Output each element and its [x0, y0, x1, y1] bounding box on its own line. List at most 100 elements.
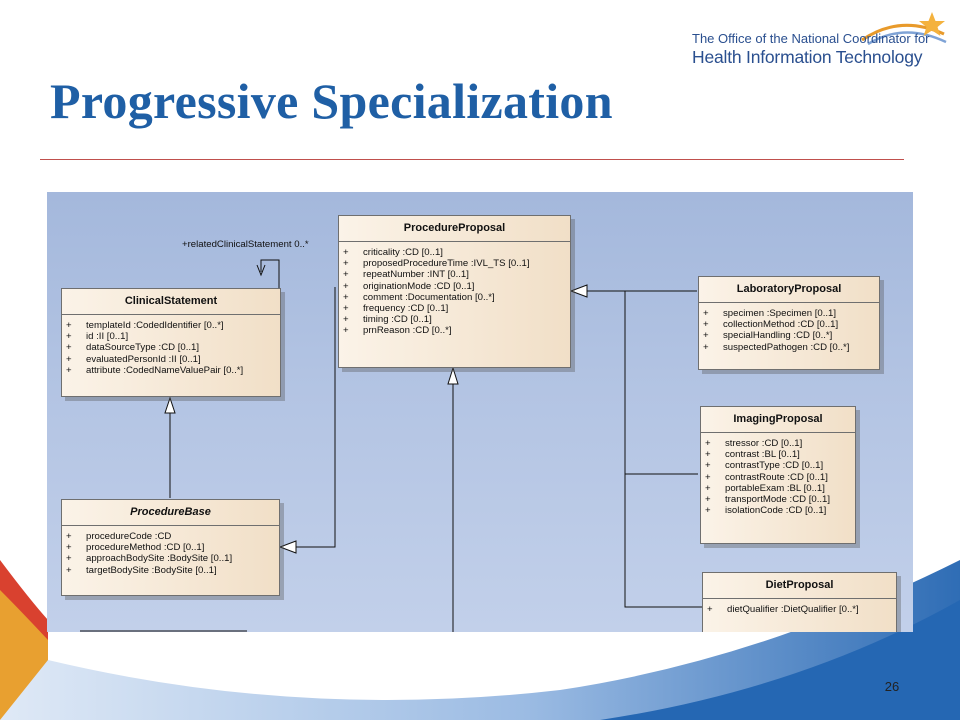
- attribute-row: +suspectedPathogen :CD [0..*]: [699, 342, 879, 353]
- attribute-text: repeatNumber :INT [0..1]: [363, 269, 469, 281]
- attribute-row: + contrastRoute :CD [0..1]: [701, 472, 855, 483]
- attribute-row: + targetBodySite :BodySite [0..1]: [62, 565, 279, 576]
- visibility-marker: +: [705, 449, 711, 461]
- logo-line-2: Health Information Technology: [692, 47, 923, 67]
- attribute-row: + specialHandling :CD [0..*]: [699, 330, 879, 341]
- title-divider: [40, 159, 904, 160]
- visibility-marker: +: [343, 247, 349, 258]
- class-name: ImagingProposal: [701, 407, 855, 433]
- attribute-text: portableExam :BL [0..1]: [725, 482, 825, 494]
- visibility-marker: +: [705, 471, 711, 483]
- attribute-text: originationMode :CD [0..1]: [363, 280, 475, 292]
- attribute-text: specimen :Specimen [0..1]: [723, 308, 837, 319]
- attribute-text: dataSourceType :CD [0..1]: [86, 342, 200, 354]
- attribute-text: criticality :CD [0..1]: [363, 247, 443, 258]
- visibility-marker: +: [705, 505, 711, 517]
- visibility-marker: +: [66, 331, 72, 343]
- attribute-row: + prnReason :CD [0..*]: [339, 325, 570, 336]
- visibility-marker: +: [703, 330, 709, 342]
- visibility-marker: +: [66, 364, 72, 376]
- visibility-marker: +: [705, 438, 711, 449]
- class-diet-proposal: DietProposal + dietQualifier :DietQualifi…: [702, 572, 897, 632]
- attribute-row: + dataSourceType :CD [0..1]: [62, 342, 280, 353]
- slide-title: Progressive Specialization: [50, 73, 613, 129]
- attribute-row: +collectionMethod :CD [0..1]: [699, 319, 879, 330]
- attribute-row: + stressor :CD [0..1]: [701, 438, 855, 449]
- association-label: +relatedClinicalStatement 0..*: [182, 239, 309, 250]
- self-association-line: [260, 259, 280, 298]
- visibility-marker: +: [703, 308, 709, 319]
- diagram-connectors: [80, 259, 702, 632]
- visibility-marker: +: [66, 564, 72, 576]
- attribute-row: + contrastType :CD [0..1]: [701, 460, 855, 471]
- attribute-text: stressor :CD [0..1]: [725, 438, 803, 449]
- attribute-row: +approachBodySite :BodySite [0..1]: [62, 553, 279, 564]
- attribute-text: attribute :CodedNameValuePair [0..*]: [86, 364, 244, 376]
- visibility-marker: +: [343, 303, 349, 315]
- logo-line-1: The Office of the National Coordinator f…: [692, 31, 930, 46]
- visibility-marker: +: [707, 604, 713, 615]
- visibility-marker: +: [66, 342, 72, 354]
- attribute-row: + portableExam :BL [0..1]: [701, 483, 855, 494]
- attribute-list: + templateId :CodedIdentifier [0..*] +id …: [62, 315, 280, 380]
- attribute-row: + isolationCode :CD [0..1]: [701, 505, 855, 516]
- attribute-text: frequency :CD [0..1]: [363, 303, 449, 315]
- attribute-row: + comment :Documentation [0..*]: [339, 292, 570, 303]
- visibility-marker: +: [705, 494, 711, 506]
- uml-diagram: +relatedClinicalStatement 0..* Procedure…: [47, 192, 913, 632]
- visibility-marker: +: [343, 291, 349, 303]
- attribute-text: isolationCode :CD [0..1]: [725, 505, 827, 517]
- attribute-list: + dietQualifier :DietQualifier [0..*]: [703, 599, 896, 619]
- visibility-marker: +: [66, 542, 72, 554]
- attribute-row: + specimen :Specimen [0..1]: [699, 308, 879, 319]
- attribute-text: contrast :BL [0..1]: [725, 449, 800, 461]
- attribute-row: +id :II [0..1]: [62, 331, 280, 342]
- page-number: 26: [884, 679, 900, 694]
- attribute-text: contrastRoute :CD [0..1]: [725, 471, 828, 483]
- attribute-row: + frequency :CD [0..1]: [339, 303, 570, 314]
- specialization-trunk-arrowhead: [447, 366, 459, 385]
- attribute-text: templateId :CodedIdentifier [0..*]: [86, 320, 224, 331]
- attribute-text: targetBodySite :BodySite [0..1]: [86, 564, 217, 576]
- onc-logo: The Office of the National Coordinator f…: [690, 10, 952, 72]
- specialization-bus-line: [624, 291, 702, 608]
- class-procedure-base: ProcedureBase +procedureCode :CD +proced…: [61, 499, 280, 596]
- attribute-text: comment :Documentation [0..*]: [363, 291, 495, 303]
- attribute-row: +timing :CD [0..1]: [339, 314, 570, 325]
- class-procedure-proposal: ProcedureProposal + criticality :CD [0..1…: [338, 215, 571, 368]
- visibility-marker: +: [66, 531, 72, 542]
- visibility-marker: +: [705, 460, 711, 472]
- laboratoryproposal-inheritance-arrowhead: [569, 284, 588, 298]
- attribute-row: +repeatNumber :INT [0..1]: [339, 269, 570, 280]
- attribute-row: + procedureMethod :CD [0..1]: [62, 542, 279, 553]
- attribute-text: procedureMethod :CD [0..1]: [86, 542, 205, 554]
- class-name: ProcedureProposal: [339, 216, 570, 242]
- attribute-text: prnReason :CD [0..*]: [363, 325, 452, 337]
- attribute-row: +procedureCode :CD: [62, 531, 279, 542]
- attribute-text: transportMode :CD [0..1]: [725, 494, 831, 506]
- visibility-marker: +: [343, 280, 349, 292]
- class-imaging-proposal: ImagingProposal + stressor :CD [0..1] + co…: [700, 406, 856, 544]
- attribute-text: specialHandling :CD [0..*]: [723, 330, 833, 342]
- class-name: LaboratoryProposal: [699, 277, 879, 303]
- visibility-marker: +: [705, 482, 711, 494]
- attribute-list: +procedureCode :CD + procedureMethod :CD …: [62, 526, 279, 580]
- attribute-row: +evaluatedPersonId :II [0..1]: [62, 354, 280, 365]
- attribute-row: + criticality :CD [0..1]: [339, 247, 570, 258]
- procedureproposal-inheritance-arrowhead: [278, 540, 297, 554]
- class-name: DietProposal: [703, 573, 896, 599]
- visibility-marker: +: [343, 258, 349, 270]
- attribute-text: contrastType :CD [0..1]: [725, 460, 824, 472]
- attribute-text: approachBodySite :BodySite [0..1]: [86, 553, 233, 565]
- class-name: ProcedureBase: [62, 500, 279, 526]
- attribute-text: proposedProcedureTime :IVL_TS [0..1]: [363, 258, 530, 270]
- class-clinical-statement: ClinicalStatement +templateId :CodedIden…: [61, 288, 281, 397]
- visibility-marker: +: [703, 341, 709, 353]
- attribute-row: + originationMode :CD [0..1]: [339, 281, 570, 292]
- procedurebase-inheritance-arrowhead: [164, 396, 176, 414]
- procedureproposal-generalization-line: [296, 287, 336, 548]
- attribute-row: + attribute :CodedNameValuePair [0..*]: [62, 365, 280, 376]
- attribute-text: dietQualifier :DietQualifier [0..*]: [727, 604, 859, 615]
- visibility-marker: +: [343, 325, 349, 337]
- attribute-list: + criticality :CD [0..1] + proposedProcedu…: [339, 242, 570, 341]
